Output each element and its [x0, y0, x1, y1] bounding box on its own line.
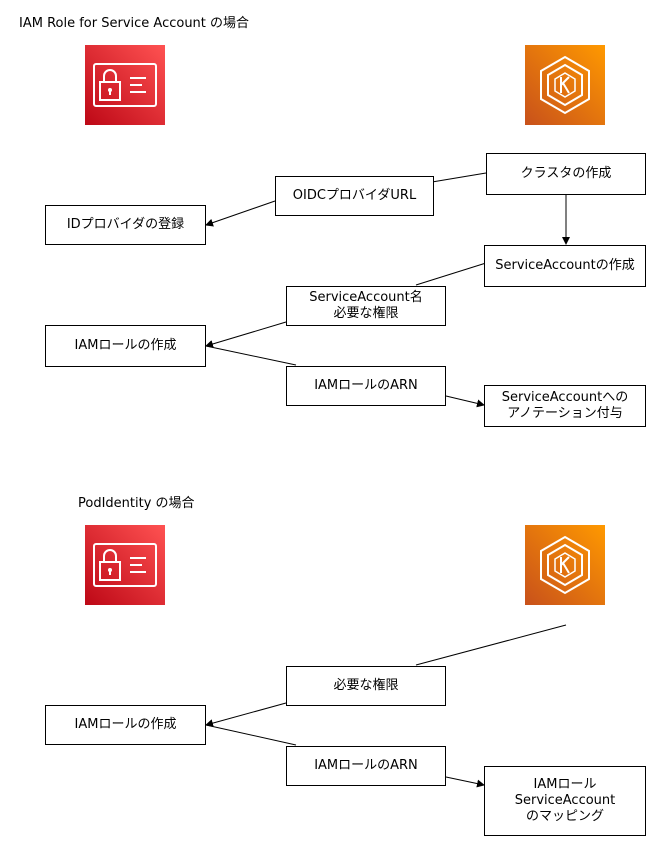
- connector-cluster-to-oidc: [425, 172, 487, 184]
- connector-eks-to-perms: [415, 624, 567, 666]
- cluster-create-box: クラスタの作成: [486, 153, 646, 195]
- cluster-create-label: クラスタの作成: [520, 166, 612, 181]
- iam-role-icon: [85, 525, 165, 605]
- connector-arn-to-mapping: [445, 776, 485, 788]
- mapping-label: IAMロール ServiceAccount のマッピング: [514, 777, 616, 824]
- iam-role-arn-box: IAMロールのARN: [286, 366, 446, 406]
- connector-sa-to-perms: [415, 262, 487, 286]
- connector-iam-to-arn-pi: [205, 724, 297, 746]
- oidc-url-box: OIDCプロバイダURL: [275, 176, 434, 216]
- sa-name-perms-box: ServiceAccount名 必要な権限: [286, 286, 446, 326]
- iam-role-create-label: IAMロールの作成: [74, 717, 177, 732]
- iam-role-icon: [85, 45, 165, 125]
- iam-role-arn-box: IAMロールのARN: [286, 746, 446, 786]
- eks-icon: [525, 45, 605, 125]
- iam-role-create-label: IAMロールの作成: [74, 338, 177, 353]
- idp-register-box: IDプロバイダの登録: [45, 205, 206, 245]
- idp-register-label: IDプロバイダの登録: [66, 217, 185, 232]
- sa-name-perms-label: ServiceAccount名 必要な権限: [309, 290, 423, 321]
- mapping-box: IAMロール ServiceAccount のマッピング: [484, 766, 646, 836]
- eks-icon: [525, 525, 605, 605]
- oidc-url-label: OIDCプロバイダURL: [292, 188, 417, 203]
- iam-role-arn-label: IAMロールのARN: [314, 378, 418, 393]
- connector-perms-to-iam-pi: [205, 702, 287, 728]
- section-title-irsa: IAM Role for Service Account の場合: [19, 16, 250, 31]
- iam-role-create-box: IAMロールの作成: [45, 705, 206, 745]
- iam-role-arn-label: IAMロールのARN: [314, 758, 418, 773]
- connector-perms-to-iam: [205, 321, 287, 348]
- sa-annotation-box: ServiceAccountへの アノテーション付与: [484, 385, 646, 427]
- sa-create-label: ServiceAccountの作成: [495, 258, 635, 273]
- sa-annotation-label: ServiceAccountへの アノテーション付与: [501, 390, 629, 421]
- iam-role-create-box: IAMロールの作成: [45, 325, 206, 367]
- section-title-pod-identity: PodIdentity の場合: [78, 496, 195, 511]
- connector-arn-to-annotation: [445, 395, 485, 408]
- connector-oidc-to-idp: [205, 200, 276, 227]
- sa-create-box: ServiceAccountの作成: [484, 245, 646, 287]
- perms-box: 必要な権限: [286, 666, 446, 706]
- connector-iam-to-arn: [205, 345, 297, 366]
- perms-label: 必要な権限: [333, 678, 399, 693]
